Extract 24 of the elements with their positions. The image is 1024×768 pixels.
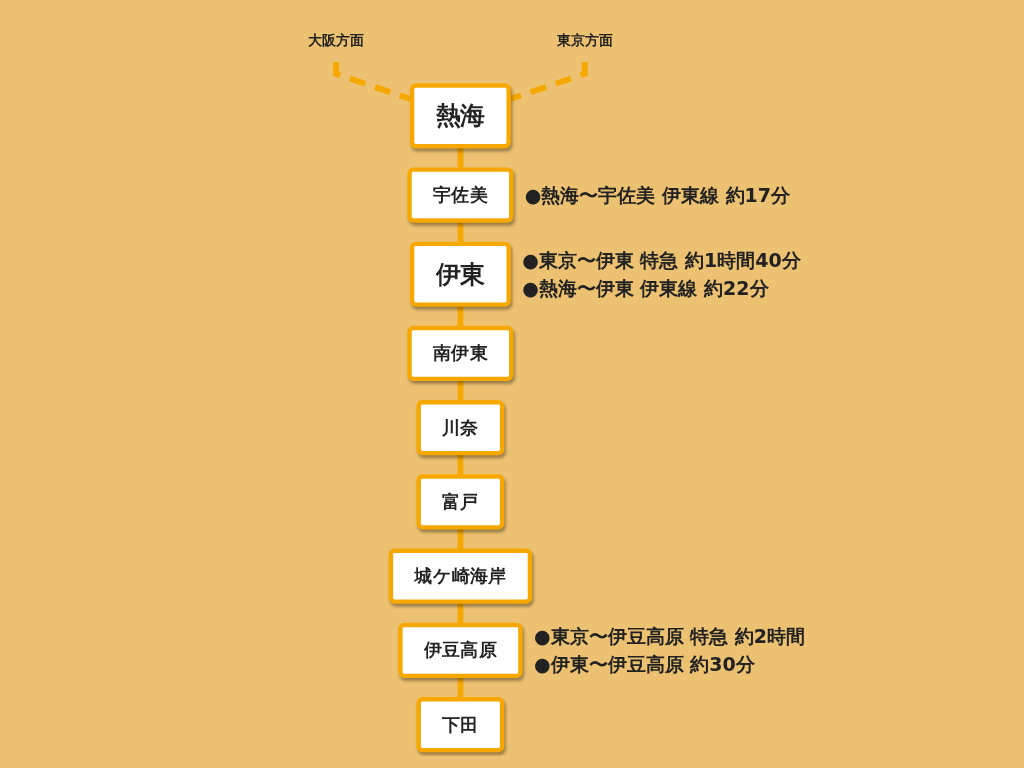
travel-time-note: ●東京〜伊東 特急 約1時間40分 [522, 248, 801, 274]
connector [457, 601, 463, 626]
travel-time-note: ●東京〜伊豆高原 特急 約2時間 [533, 624, 805, 650]
node-text: 東京方面 [556, 31, 613, 48]
node-box: 伊豆高原 [397, 622, 523, 679]
connector [457, 378, 463, 403]
node-box: 伊東 [409, 241, 511, 307]
node-box: 富戸 [416, 474, 504, 530]
connector [457, 527, 463, 551]
node-box: 城ケ崎海岸 [388, 548, 532, 604]
travel-time-note: ●熱海〜伊東 伊東線 約22分 [522, 276, 770, 302]
connector [457, 675, 463, 700]
node-box: 熱海 [409, 83, 511, 149]
connector [457, 453, 463, 477]
node-box: 下田 [416, 697, 504, 753]
node-text: 大阪方面 [307, 31, 364, 48]
node-box: 川奈 [416, 400, 504, 456]
connector [457, 220, 463, 244]
travel-time-note: ●伊東〜伊豆高原 約30分 [533, 652, 756, 678]
node-box: 宇佐美 [406, 167, 514, 223]
connector [457, 146, 463, 170]
connector [457, 304, 463, 329]
travel-time-note: ●熱海〜宇佐美 伊東線 約17分 [524, 183, 791, 209]
node-box: 南伊東 [406, 325, 514, 382]
